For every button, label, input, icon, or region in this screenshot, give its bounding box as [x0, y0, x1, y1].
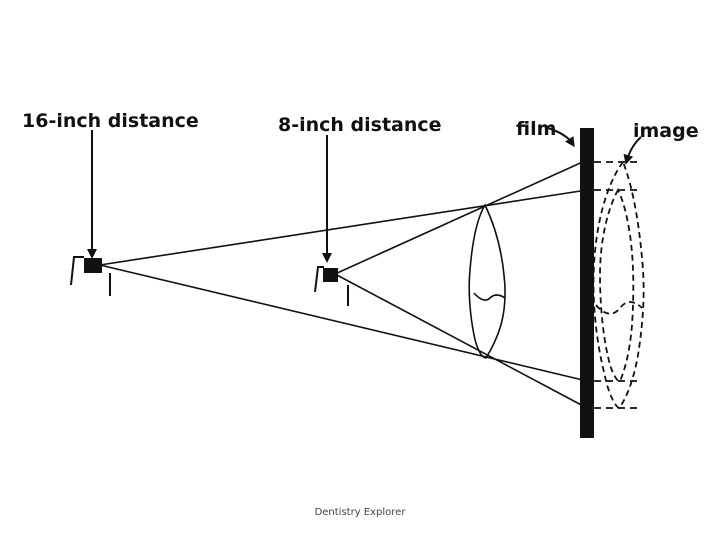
- footer-credit: Dentistry Explorer: [314, 507, 406, 518]
- label-image: image: [633, 120, 699, 142]
- image-outline-large: [592, 160, 645, 410]
- beam-lines: [99, 159, 588, 409]
- magnified-image: [592, 160, 645, 410]
- label-16-inch-distance: 16-inch distance: [22, 110, 199, 132]
- beam-8-lower: [334, 273, 588, 409]
- image-outline-small: [599, 188, 635, 383]
- tooth-object: [468, 203, 506, 359]
- label-8-inch-distance: 8-inch distance: [278, 114, 442, 136]
- xray-source-8-inch: [314, 266, 349, 306]
- film-strip: [580, 128, 594, 438]
- arrow-to-film: [547, 127, 575, 148]
- projection-dashes: [594, 161, 640, 409]
- label-film: film: [516, 118, 556, 140]
- beam-8-upper: [334, 159, 588, 275]
- arrow-to-image: [623, 136, 642, 165]
- beam-16-lower: [99, 264, 588, 382]
- beam-16-upper: [99, 189, 588, 266]
- image-crown-line: [595, 301, 643, 315]
- xray-source-16-inch: [70, 256, 111, 296]
